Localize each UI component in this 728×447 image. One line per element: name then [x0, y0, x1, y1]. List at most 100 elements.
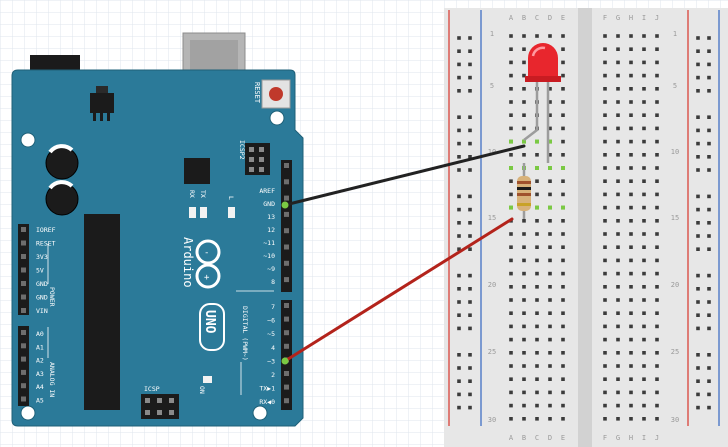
breadboard-hole [629, 73, 633, 78]
breadboard-hole [616, 311, 620, 315]
breadboard-hole [616, 219, 620, 223]
row-number-5-right: 5 [673, 82, 677, 90]
breadboard-hole [642, 232, 646, 236]
rail-hole [707, 247, 711, 251]
breadboard-col-label-G-top: G [616, 14, 620, 22]
breadboard-hole [655, 166, 659, 170]
icsp2-pin [249, 167, 254, 172]
reset-button[interactable] [269, 87, 283, 101]
rail-hole [468, 247, 472, 251]
breadboard-hole [655, 258, 659, 263]
breadboard-hole [642, 126, 646, 131]
breadboard-hole [629, 100, 633, 104]
uno-text: UNO [202, 310, 217, 334]
header-pin [284, 316, 289, 322]
breadboard-hole [655, 298, 659, 302]
breadboard-hole [535, 192, 539, 197]
breadboard-hole [535, 179, 539, 183]
breadboard-hole [522, 271, 526, 276]
breadboard-hole [603, 403, 607, 408]
rx-led [189, 207, 196, 218]
breadboard-hole [561, 271, 565, 276]
breadboard-hole [509, 232, 513, 236]
breadboard-hole [629, 205, 633, 210]
breadboard-hole [522, 126, 526, 131]
breadboard-hole [561, 390, 565, 395]
breadboard-hole [535, 258, 539, 263]
breadboard-col-label-D-top: D [548, 14, 552, 22]
rail-hole [696, 234, 700, 238]
breadboard-hole [655, 417, 659, 421]
breadboard-hole [561, 219, 565, 223]
breadboard-col-label-E-top: E [561, 14, 565, 22]
breadboard-hole [522, 47, 526, 51]
capacitor-highlight [48, 144, 74, 154]
breadboard-hole [629, 403, 633, 408]
breadboard-hole [616, 192, 620, 197]
rail-hole [468, 168, 472, 172]
row-number-15-left: 15 [488, 214, 496, 222]
rail-hole [696, 128, 700, 133]
row-number-25-left: 25 [488, 348, 496, 356]
rail-hole [707, 287, 711, 291]
rail-hole [468, 128, 472, 133]
rail-hole [468, 75, 472, 80]
tx-led [200, 207, 207, 218]
breadboard-col-label-J-top: J [655, 14, 659, 22]
breadboard-hole [642, 417, 646, 421]
rail-hole [707, 115, 711, 119]
wire-end-green [281, 357, 289, 365]
breadboard-hole [548, 192, 552, 197]
icsp-pin [169, 410, 174, 415]
breadboard-col-label-F-bottom: F [603, 434, 607, 442]
breadboard-hole [616, 100, 620, 104]
rail-hole [457, 49, 461, 53]
analog-pin-label: A0 [36, 330, 44, 338]
icsp2-pin [259, 157, 264, 162]
rail-hole [457, 128, 461, 133]
breadboard-hole [642, 113, 646, 117]
breadboard-hole [522, 377, 526, 381]
breadboard-col-label-H-bottom: H [629, 434, 633, 442]
breadboard-hole-active [548, 166, 552, 170]
on-led [203, 376, 212, 383]
breadboard-hole [629, 139, 633, 144]
breadboard-hole [642, 47, 646, 51]
breadboard-hole [629, 87, 633, 91]
rail-hole [707, 221, 711, 225]
breadboard-hole [603, 390, 607, 395]
breadboard-hole [629, 153, 633, 157]
breadboard-hole [561, 139, 565, 144]
breadboard-hole [561, 298, 565, 302]
breadboard-hole [535, 298, 539, 302]
breadboard-hole [522, 87, 526, 91]
breadboard-hole [509, 100, 513, 104]
digital-header-bottom [281, 300, 292, 410]
breadboard-hole-active [548, 139, 552, 144]
rail-hole [696, 49, 700, 53]
breadboard-hole [616, 113, 620, 117]
breadboard-hole [522, 417, 526, 421]
breadboard-hole [522, 351, 526, 355]
breadboard-hole [509, 47, 513, 51]
breadboard-hole [655, 73, 659, 78]
rail-hole [457, 155, 461, 159]
breadboard-hole [509, 179, 513, 183]
breadboard-hole [603, 337, 607, 342]
rail-hole [468, 405, 472, 410]
breadboard-hole [522, 258, 526, 263]
breadboard-col-label-A-bottom: A [509, 434, 514, 442]
breadboard-hole [629, 192, 633, 197]
breadboard-hole [603, 60, 607, 65]
breadboard-hole [655, 285, 659, 289]
breadboard-hole [603, 126, 607, 131]
rail-hole [457, 313, 461, 317]
header-pin [284, 228, 289, 234]
rail-hole [707, 366, 711, 370]
breadboard-hole [642, 351, 646, 355]
header-pin [21, 356, 26, 362]
digital-pin-label: AREF [259, 187, 275, 195]
breadboard-hole [509, 417, 513, 421]
rail-hole [707, 62, 711, 67]
breadboard-hole [655, 60, 659, 65]
